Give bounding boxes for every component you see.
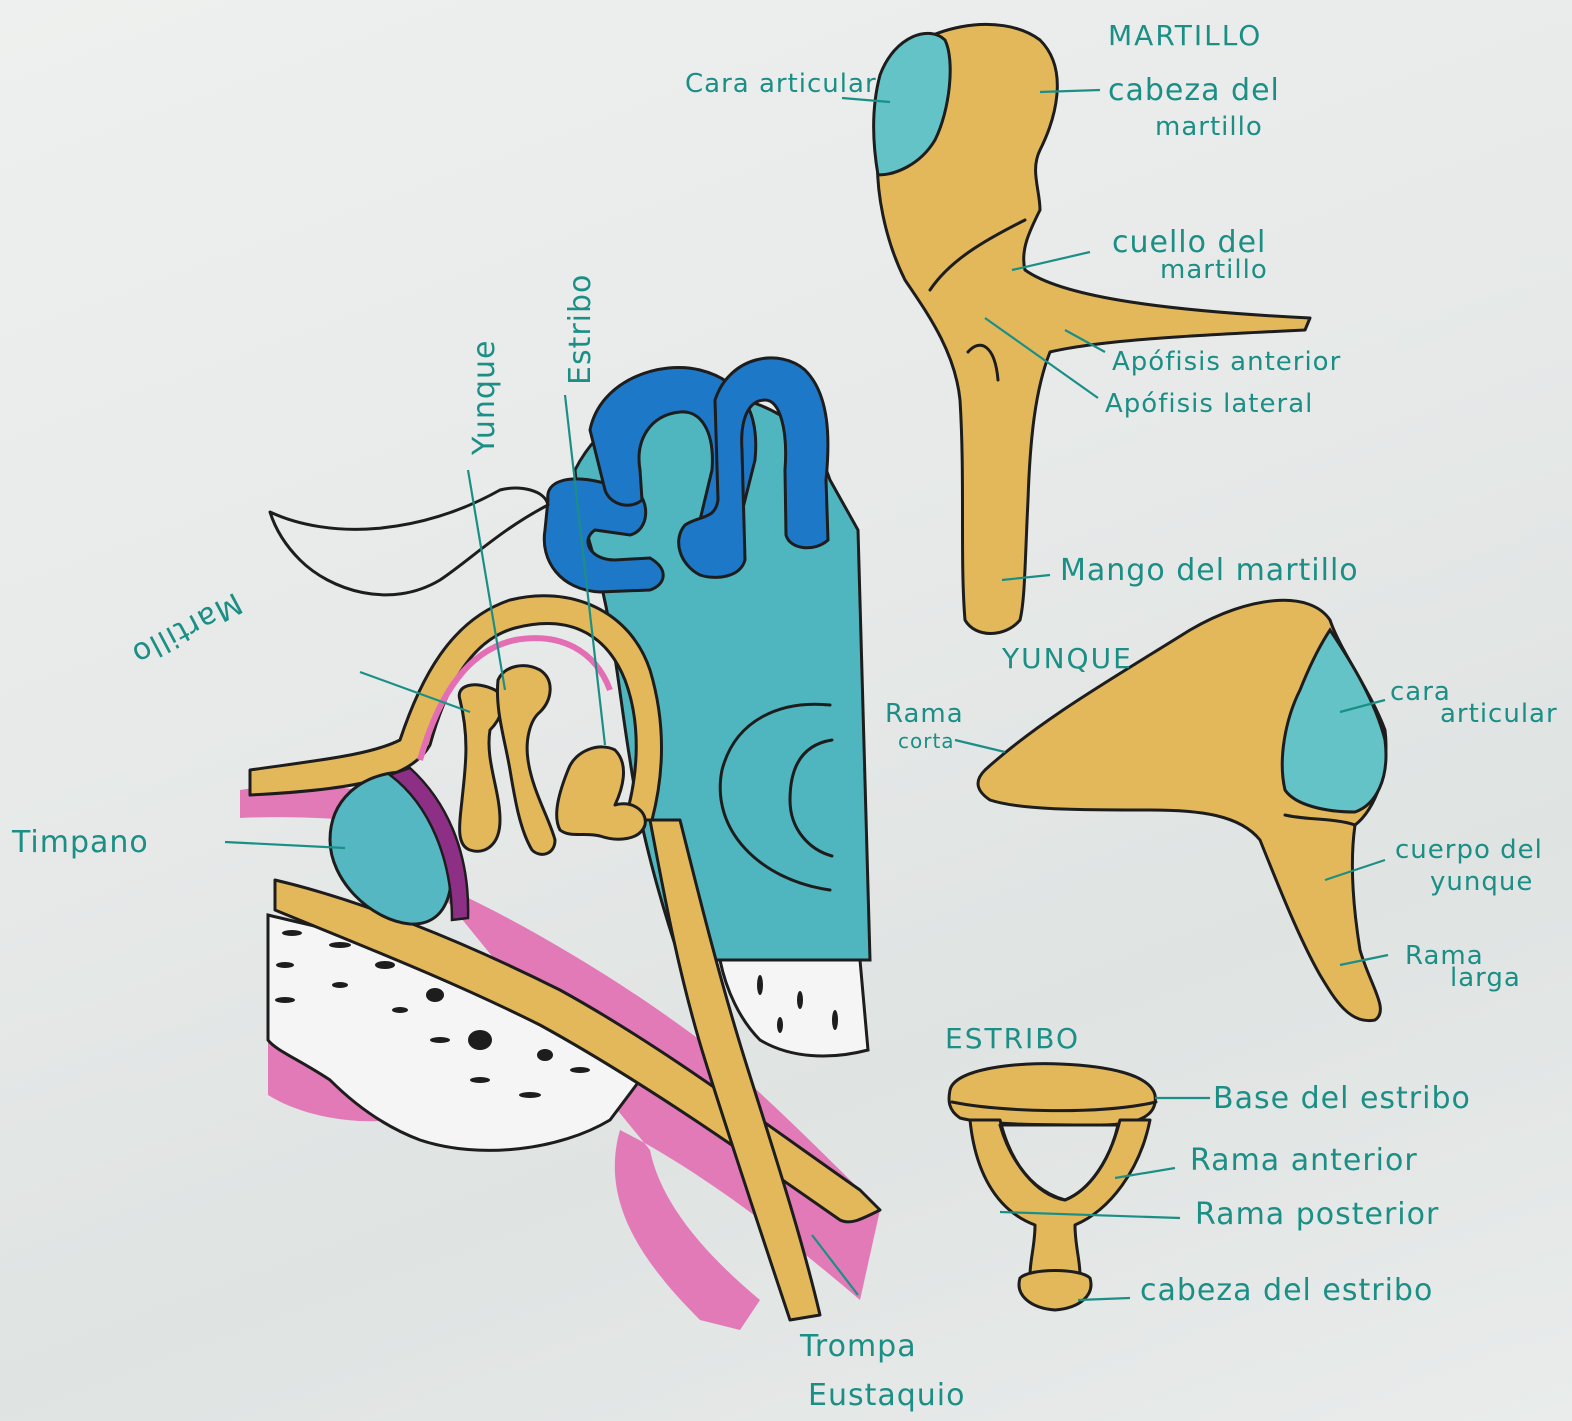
bone-dash <box>426 988 444 1002</box>
bone-dash <box>392 1007 408 1013</box>
label-rama-corta-2: corta <box>898 729 955 753</box>
bone-dash <box>275 997 295 1003</box>
bone-dash <box>832 1010 838 1030</box>
label-yunque-vertical: Yunque <box>467 340 502 456</box>
label-rama-corta-1: Rama <box>885 699 964 729</box>
label-mango-martillo: Mango del martillo <box>1060 553 1359 588</box>
label-apofisis-lateral: Apófisis lateral <box>1105 389 1313 419</box>
stapes-detail <box>949 1064 1156 1310</box>
bone-dash <box>282 930 302 936</box>
label-rama-anterior: Rama anterior <box>1190 1143 1418 1178</box>
bone-dash <box>470 1077 490 1083</box>
bone-dash <box>468 1030 492 1050</box>
leader-rama-corta <box>955 740 1005 752</box>
label-cara-articular-yunque-2: articular <box>1440 699 1558 729</box>
leader-timpano <box>225 842 345 848</box>
label-rama-larga-2: larga <box>1450 963 1521 993</box>
label-cuello-martillo-2: martillo <box>1160 255 1268 285</box>
label-martillo-title: MARTILLO <box>1108 19 1262 52</box>
label-cuerpo-yunque-1: cuerpo del <box>1395 835 1543 865</box>
bone-dash <box>537 1049 553 1061</box>
bone-dash <box>519 1092 541 1098</box>
label-cabeza-estribo: cabeza del estribo <box>1140 1273 1433 1308</box>
bone-dash <box>329 942 351 948</box>
label-cara-articular-martillo: Cara articular <box>685 69 877 99</box>
bone-dash <box>332 982 348 988</box>
bone-region-right <box>720 960 868 1056</box>
stapes-head <box>1019 1271 1091 1311</box>
label-apofisis-anterior: Apófisis anterior <box>1112 347 1341 377</box>
label-cabeza-martillo-2: martillo <box>1155 112 1263 142</box>
crescent-cartilage <box>270 488 548 595</box>
bone-dash <box>797 991 803 1009</box>
label-cuerpo-yunque-2: yunque <box>1430 867 1533 897</box>
label-estribo-title: ESTRIBO <box>945 1022 1080 1055</box>
ear-cross-section <box>240 358 880 1330</box>
label-timpano: Timpano <box>11 825 149 860</box>
bone-dash <box>276 962 294 968</box>
label-martillo-rotated: Martillo <box>126 585 248 672</box>
bone-dash <box>570 1067 590 1073</box>
label-cabeza-martillo-1: cabeza del <box>1108 73 1280 108</box>
label-yunque-title: YUNQUE <box>1001 642 1133 675</box>
label-base-estribo: Base del estribo <box>1213 1081 1471 1116</box>
bone-dash <box>757 975 763 995</box>
stapes-footplate <box>949 1064 1155 1125</box>
bone-dash <box>777 1017 783 1033</box>
bone-dash <box>430 1037 450 1043</box>
label-trompa: Trompa <box>799 1329 917 1364</box>
incus-in-situ <box>497 666 555 855</box>
bone-dash <box>375 961 395 969</box>
label-eustaquio: Eustaquio <box>808 1378 966 1413</box>
label-rama-posterior: Rama posterior <box>1195 1197 1439 1232</box>
label-estribo-vertical: Estribo <box>563 274 598 385</box>
leader-yunque <box>468 470 505 690</box>
